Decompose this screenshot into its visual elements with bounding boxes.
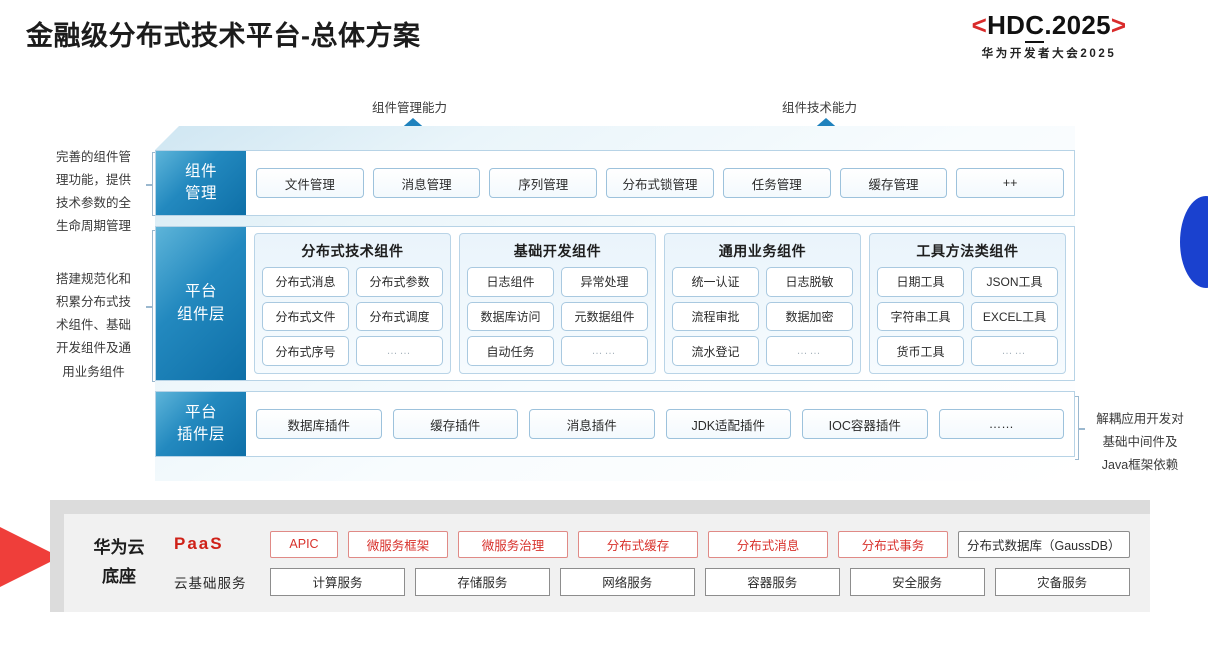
layer-platform-plugin: 平台 插件层 数据库插件 缓存插件 消息插件 JDK适配插件 IOC容器插件 …… [155, 391, 1075, 457]
cell-json-tool[interactable]: JSON工具 [971, 267, 1058, 297]
base-row-cloud-services: 云基础服务 计算服务 存储服务 网络服务 容器服务 安全服务 灾备服务 [174, 567, 1130, 596]
side-note-left-top: 完善的组件管 理功能，提供 技术参数的全 生命周期管理 [55, 150, 131, 234]
chip-distributed-lock-management[interactable]: 分布式锁管理 [606, 168, 714, 198]
cell-distributed-sequence[interactable]: 分布式序号 [262, 336, 349, 366]
layer-label-platform-component: 平台 组件层 [156, 227, 246, 380]
cell-more-basic-development[interactable]: …… [561, 336, 648, 366]
chip-ioc-container-plugin[interactable]: IOC容器插件 [802, 409, 928, 439]
service-container[interactable]: 容器服务 [704, 567, 840, 596]
tag-microservice-framework[interactable]: 微服务框架 [348, 530, 448, 558]
cell-exception-handling[interactable]: 异常处理 [561, 267, 648, 297]
chip-message-plugin[interactable]: 消息插件 [529, 409, 655, 439]
cell-excel-tool[interactable]: EXCEL工具 [971, 301, 1058, 332]
angle-bracket-left-icon: < [971, 10, 988, 40]
cell-unified-auth[interactable]: 统一认证 [672, 267, 759, 297]
cloud-services-label: 云基础服务 [174, 575, 247, 591]
layer-label-component-management: 组件 管理 [156, 151, 246, 215]
side-note-right: 解耦应用开发对 基础中间件及 Java框架依赖 [1096, 412, 1184, 473]
base-panel: 华为云 底座 PaaS APIC 微服务框架 微服务治理 分布式缓存 分布式消息… [64, 514, 1150, 612]
group-grid-distributed-tech: 分布式消息 分布式参数 分布式文件 分布式调度 分布式序号 …… [262, 267, 443, 366]
hdc-text-2: .2025 [1044, 10, 1111, 40]
cell-log-component[interactable]: 日志组件 [467, 267, 554, 297]
service-storage[interactable]: 存储服务 [414, 567, 550, 596]
service-disaster-recovery[interactable]: 灾备服务 [994, 567, 1130, 596]
hdc-text-c: C [1025, 10, 1045, 43]
group-grid-basic-development: 日志组件 异常处理 数据库访问 元数据组件 自动任务 …… [467, 267, 648, 366]
layer-component-management: 组件 管理 文件管理 消息管理 序列管理 分布式锁管理 任务管理 缓存管理 ++ [155, 150, 1075, 216]
chip-file-management[interactable]: 文件管理 [256, 168, 364, 198]
group-title-tool-method: 工具方法类组件 [916, 243, 1019, 259]
layer-body-platform-component: 分布式技术组件 分布式消息 分布式参数 分布式文件 分布式调度 分布式序号 ……… [246, 227, 1074, 380]
angle-bracket-right-icon: > [1110, 10, 1127, 40]
chip-more-plugin[interactable]: …… [938, 409, 1064, 439]
tag-microservice-governance[interactable]: 微服务治理 [458, 530, 568, 558]
cell-metadata-component[interactable]: 元数据组件 [561, 301, 648, 332]
blue-circle-decoration [1180, 196, 1208, 288]
base-row-paas: PaaS APIC 微服务框架 微服务治理 分布式缓存 分布式消息 分布式事务 … [174, 530, 1130, 558]
layer-body-platform-plugin: 数据库插件 缓存插件 消息插件 JDK适配插件 IOC容器插件 …… [246, 392, 1074, 456]
hdc-logo-subtitle: 华为开发者大会2025 [981, 48, 1117, 60]
chip-more[interactable]: ++ [956, 168, 1065, 198]
cell-distributed-message[interactable]: 分布式消息 [262, 267, 349, 297]
paas-label: PaaS [174, 534, 224, 553]
group-distributed-tech: 分布式技术组件 分布式消息 分布式参数 分布式文件 分布式调度 分布式序号 …… [254, 233, 451, 374]
tag-apic[interactable]: APIC [270, 530, 338, 558]
cell-database-access[interactable]: 数据库访问 [467, 301, 554, 332]
chip-database-plugin[interactable]: 数据库插件 [256, 409, 382, 439]
group-basic-development: 基础开发组件 日志组件 异常处理 数据库访问 元数据组件 自动任务 …… [459, 233, 656, 374]
chip-message-management[interactable]: 消息管理 [372, 168, 481, 198]
cell-more-tool-method[interactable]: …… [971, 336, 1058, 366]
cell-data-encryption[interactable]: 数据加密 [766, 301, 853, 332]
cell-distributed-schedule[interactable]: 分布式调度 [356, 301, 443, 332]
cell-log-masking[interactable]: 日志脱敏 [766, 267, 853, 297]
architecture-stack: 组件 管理 文件管理 消息管理 序列管理 分布式锁管理 任务管理 缓存管理 ++… [155, 126, 1075, 481]
tag-distributed-transaction[interactable]: 分布式事务 [838, 530, 948, 558]
cell-process-approval[interactable]: 流程审批 [672, 301, 759, 332]
cell-more-distributed-tech[interactable]: …… [356, 336, 443, 366]
cell-currency-tool[interactable]: 货币工具 [877, 336, 964, 366]
chip-jdk-adapter-plugin[interactable]: JDK适配插件 [665, 409, 791, 439]
page-title: 金融级分布式技术平台-总体方案 [26, 21, 421, 51]
group-common-business: 通用业务组件 统一认证 日志脱敏 流程审批 数据加密 流水登记 …… [664, 233, 861, 374]
arrow-label-component-technology: 组件技术能力 [782, 101, 858, 115]
cell-more-common-business[interactable]: …… [766, 336, 853, 366]
cell-distributed-parameter[interactable]: 分布式参数 [356, 267, 443, 297]
group-grid-tool-method: 日期工具 JSON工具 字符串工具 EXCEL工具 货币工具 …… [877, 267, 1058, 366]
cell-date-tool[interactable]: 日期工具 [877, 267, 964, 297]
hdc-logo: <HDC.2025> 华为开发者大会2025 [904, 10, 1194, 61]
service-network[interactable]: 网络服务 [559, 567, 695, 596]
group-title-basic-development: 基础开发组件 [513, 243, 602, 259]
huawei-cloud-base: 华为云 底座 PaaS APIC 微服务框架 微服务治理 分布式缓存 分布式消息… [50, 500, 1150, 612]
chip-cache-management[interactable]: 缓存管理 [839, 168, 948, 198]
tag-distributed-database-gaussdb[interactable]: 分布式数据库（GaussDB） [958, 530, 1130, 558]
layer-body-component-management: 文件管理 消息管理 序列管理 分布式锁管理 任务管理 缓存管理 ++ [246, 151, 1074, 215]
base-title: 华为云 底座 [93, 538, 145, 586]
group-grid-common-business: 统一认证 日志脱敏 流程审批 数据加密 流水登记 …… [672, 267, 853, 366]
base-rows: PaaS APIC 微服务框架 微服务治理 分布式缓存 分布式消息 分布式事务 … [174, 530, 1152, 596]
service-compute[interactable]: 计算服务 [270, 567, 405, 596]
group-title-distributed-tech: 分布式技术组件 [301, 243, 404, 259]
chip-sequence-management[interactable]: 序列管理 [489, 168, 598, 198]
chip-cache-plugin[interactable]: 缓存插件 [392, 409, 518, 439]
arrow-label-component-management: 组件管理能力 [372, 101, 448, 115]
cell-distributed-file[interactable]: 分布式文件 [262, 301, 349, 332]
cell-transaction-record[interactable]: 流水登记 [672, 336, 759, 366]
side-note-left-bottom: 搭建规范化和 积累分布式技 术组件、基础 开发组件及通 用业务组件 [55, 272, 131, 379]
layer-label-platform-plugin: 平台 插件层 [156, 392, 246, 456]
tag-distributed-cache[interactable]: 分布式缓存 [578, 530, 698, 558]
hdc-text-1: HD [987, 10, 1026, 40]
service-security[interactable]: 安全服务 [849, 567, 985, 596]
group-title-common-business: 通用业务组件 [718, 243, 807, 259]
chip-task-management[interactable]: 任务管理 [722, 168, 831, 198]
layer-platform-component: 平台 组件层 分布式技术组件 分布式消息 分布式参数 分布式文件 分布式调度 分… [155, 226, 1075, 381]
hdc-logo-main: <HDC.2025> [904, 10, 1194, 43]
cell-auto-task[interactable]: 自动任务 [467, 336, 554, 366]
cell-string-tool[interactable]: 字符串工具 [877, 301, 964, 332]
group-tool-method: 工具方法类组件 日期工具 JSON工具 字符串工具 EXCEL工具 货币工具 …… [869, 233, 1066, 374]
tag-distributed-message[interactable]: 分布式消息 [708, 530, 828, 558]
